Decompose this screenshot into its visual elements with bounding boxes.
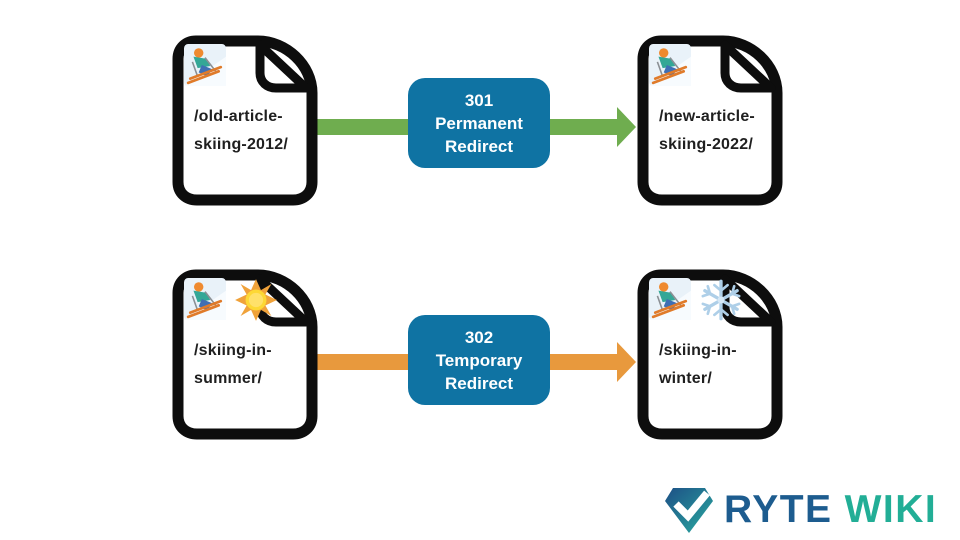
redirect-code: 302 — [464, 327, 494, 347]
redirect-kind: Temporary — [435, 350, 523, 370]
skier-icon — [184, 278, 226, 320]
document-url: /skiing-in- winter/ — [659, 337, 737, 393]
document-skiing-winter: /skiing-in- winter/ — [635, 267, 785, 442]
url-line-2: skiing-2012/ — [194, 136, 289, 153]
document-url: /old-article- skiing-2012/ — [194, 103, 288, 159]
url-line-1: /old-article- — [194, 108, 283, 125]
redirect-word: Redirect — [444, 136, 514, 156]
url-line-2: skiing-2022/ — [659, 136, 754, 153]
ryte-wiki-logo: RYTE WIKI — [664, 483, 937, 537]
url-line-1: /skiing-in- — [659, 342, 737, 359]
document-new-article: /new-article- skiing-2022/ — [635, 33, 785, 208]
document-url: /skiing-in- summer/ — [194, 337, 272, 393]
document-url: /new-article- skiing-2022/ — [659, 103, 755, 159]
redirect-word: Redirect — [444, 373, 514, 393]
document-old-article: /old-article- skiing-2012/ — [170, 33, 320, 208]
document-skiing-summer: /skiing-in- summer/ — [170, 267, 320, 442]
skier-icon — [649, 44, 691, 86]
url-line-1: /skiing-in- — [194, 342, 272, 359]
ryte-diamond-check-icon — [664, 485, 714, 536]
logo-brand-text: RYTE — [724, 488, 833, 531]
redirect-code: 301 — [464, 90, 494, 110]
url-line-1: /new-article- — [659, 108, 755, 125]
url-line-2: winter/ — [659, 370, 712, 387]
redirect-box-302: 302 Temporary Redirect — [408, 315, 550, 405]
skier-icon — [649, 278, 691, 320]
logo-suffix-text: WIKI — [844, 488, 938, 531]
sun-icon — [235, 279, 277, 321]
skier-icon — [184, 44, 226, 86]
url-line-2: summer/ — [194, 370, 263, 387]
redirect-box-301: 301 Permanent Redirect — [408, 78, 550, 168]
snowflake-icon — [701, 279, 741, 321]
redirect-kind: Permanent — [435, 113, 523, 133]
